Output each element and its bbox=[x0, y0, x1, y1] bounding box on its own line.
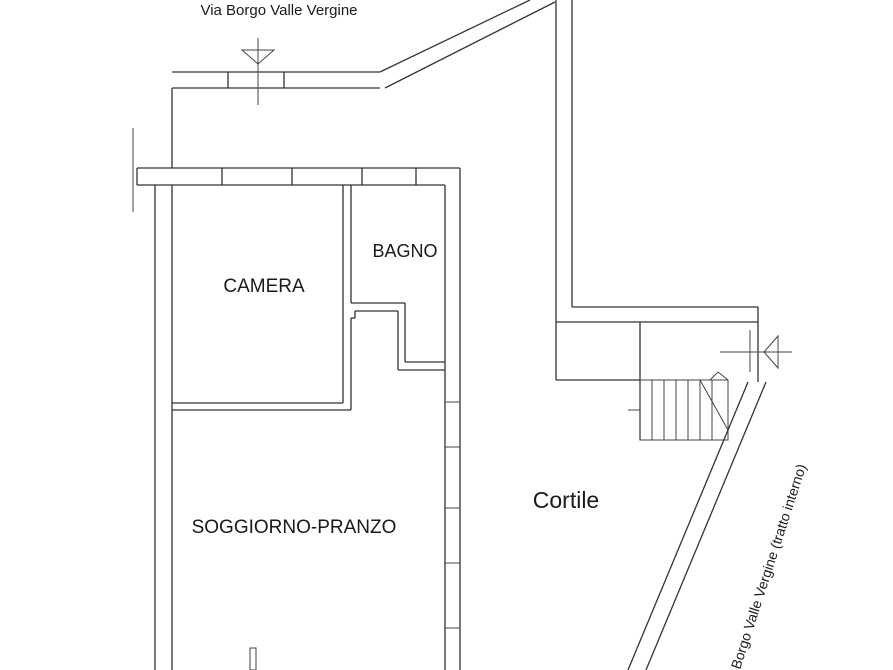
interior-walls bbox=[172, 185, 445, 411]
room-label-bagno: BAGNO bbox=[372, 241, 437, 261]
entrance-arrow-right bbox=[720, 330, 792, 372]
street-label-side: Borgo Valle Vergine (tratto interno) bbox=[728, 462, 810, 670]
internal-road bbox=[627, 381, 767, 670]
room-label-camera: CAMERA bbox=[223, 276, 305, 297]
entrance-arrow-top bbox=[240, 38, 276, 105]
property-boundary-right bbox=[555, 0, 759, 440]
street-label-top: Via Borgo Valle Vergine bbox=[200, 2, 357, 19]
area-label-cortile: Cortile bbox=[533, 487, 599, 513]
staircase bbox=[628, 371, 729, 441]
room-label-soggiorno: SOGGIORNO-PRANZO bbox=[192, 517, 397, 538]
fixture bbox=[249, 647, 257, 670]
street-boundary-top bbox=[171, 0, 556, 168]
building-walls bbox=[136, 167, 461, 670]
